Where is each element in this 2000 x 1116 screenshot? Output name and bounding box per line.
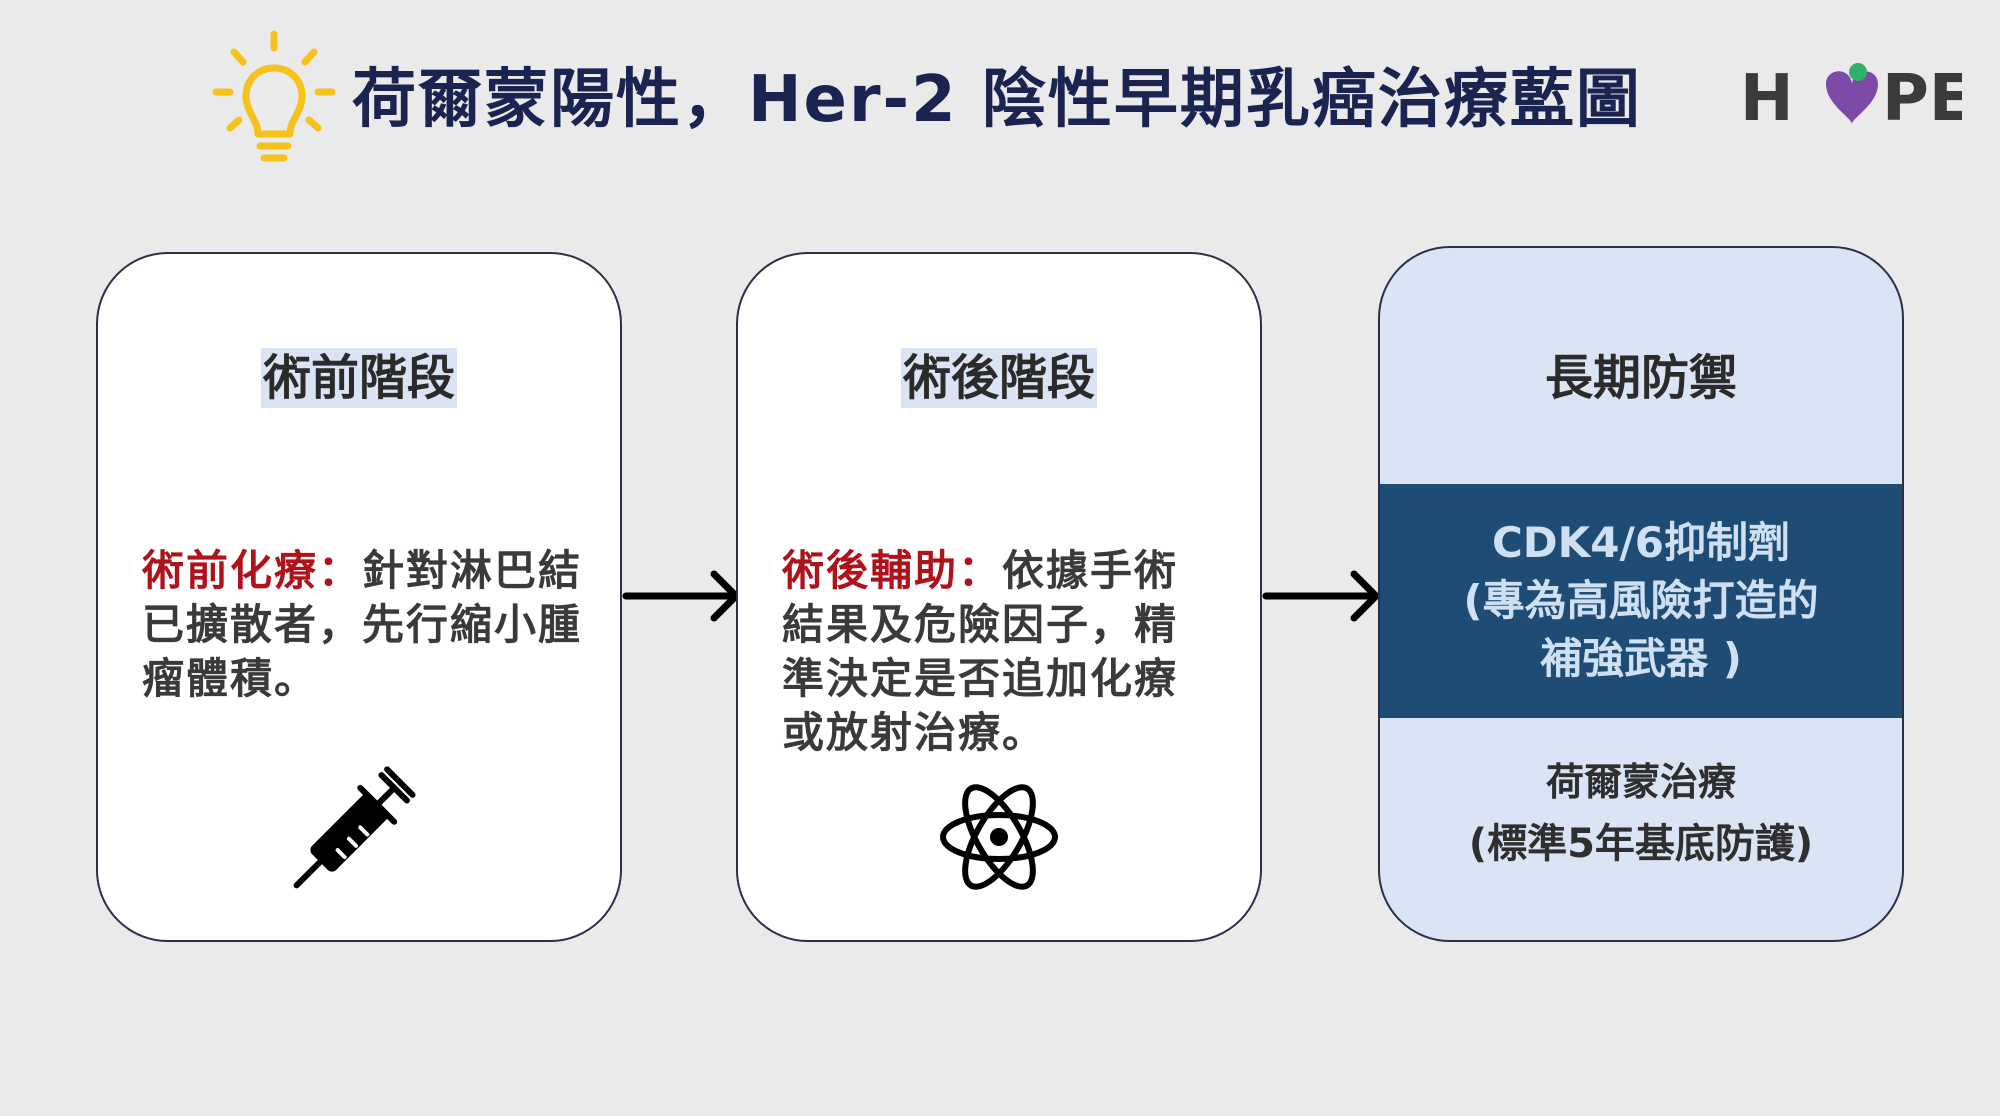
stage-title: 長期防禦	[1544, 350, 1737, 406]
hormone-therapy-line: 荷爾蒙治療	[1545, 760, 1736, 804]
logo-text-left: H	[1740, 62, 1794, 132]
stage-card-longterm: 長期防禦 CDK4/6抑制劑 (專為高風險打造的 補強武器 ) 荷爾蒙治療 (標…	[1378, 246, 1904, 942]
arrow-right-icon	[1262, 566, 1382, 626]
stage-title: 術前階段	[260, 348, 457, 408]
hope-logo: H PE	[1740, 60, 1973, 136]
page-title: 荷爾蒙陽性，Her-2 陰性早期乳癌治療藍圖	[352, 63, 1642, 137]
lightbulb-icon	[208, 28, 340, 168]
cdk-band: CDK4/6抑制劑 (專為高風險打造的 補強武器 )	[1380, 484, 1902, 718]
stage-title: 術後階段	[900, 348, 1097, 408]
hormone-therapy-note: (標準5年基底防護)	[1468, 821, 1814, 867]
heart-icon	[1826, 71, 1878, 124]
stage-description: 術前化療：針對淋巴結 已擴散者，先行縮小腫 瘤體積。	[142, 546, 583, 703]
highlight-label: 術後輔助：	[782, 546, 1003, 595]
syringe-icon	[286, 756, 426, 896]
arrow-right-icon	[622, 566, 742, 626]
stage-card-preop: 術前階段 術前化療：針對淋巴結 已擴散者，先行縮小腫 瘤體積。	[96, 252, 622, 942]
stage-card-postop: 術後階段 術後輔助：依據手術 結果及危險因子，精 準決定是否追加化療 或放射治療…	[736, 252, 1262, 942]
stage-description: 術後輔助：依據手術 結果及危險因子，精 準決定是否追加化療 或放射治療。	[782, 546, 1179, 757]
logo-text-right: PE	[1882, 62, 1962, 132]
atom-icon	[934, 772, 1064, 902]
highlight-label: 術前化療：	[142, 546, 363, 595]
